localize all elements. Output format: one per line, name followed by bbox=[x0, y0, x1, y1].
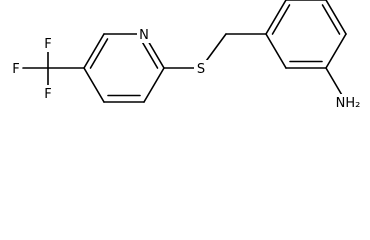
chemical-structure-diagram: N S NH₂ F F F bbox=[10, 0, 366, 111]
fluorine-top-knockout bbox=[42, 35, 54, 52]
amine-knockout bbox=[334, 94, 366, 111]
ring-nitrogen-label: N bbox=[139, 28, 149, 43]
pyridine-bond-c3-c4 bbox=[83, 33, 105, 69]
benzene-bond-1-inner bbox=[271, 4, 291, 35]
bond-set bbox=[22, 0, 347, 103]
pyridine-bond-n-c6-inner bbox=[139, 38, 159, 69]
pyridine-bond-c3-c4-inner bbox=[89, 38, 109, 69]
benzene-bond-3 bbox=[325, 0, 347, 35]
sulfur-knockout bbox=[194, 60, 208, 77]
amine-label: NH₂ bbox=[336, 96, 361, 111]
fluorine-bottom-knockout bbox=[42, 85, 54, 102]
benzene-bond-6 bbox=[265, 33, 287, 69]
benzene-bond-3-inner bbox=[321, 4, 341, 35]
fluorine-bottom-label: F bbox=[44, 87, 51, 102]
pyridine-bond-c8-c3 bbox=[83, 67, 105, 103]
pyridine-bond-c6-c7 bbox=[143, 67, 165, 103]
sulfur-label: S bbox=[197, 62, 205, 77]
benzene-bond-4 bbox=[325, 33, 347, 69]
atom-labels: N S NH₂ F F F bbox=[10, 26, 366, 111]
benzene-bond-1 bbox=[265, 0, 287, 35]
fluorine-left-knockout bbox=[10, 60, 22, 77]
fluorine-top-label: F bbox=[44, 37, 51, 52]
ring-nitrogen-knockout bbox=[137, 26, 151, 43]
fluorine-left-label: F bbox=[12, 62, 19, 77]
